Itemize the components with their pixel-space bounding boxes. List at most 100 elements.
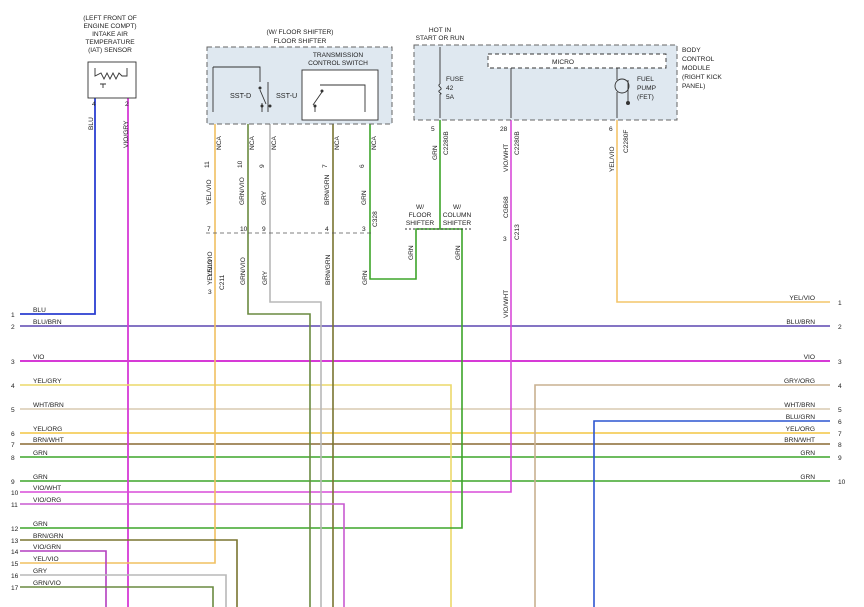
left-row-number: 7 xyxy=(11,442,15,449)
wire-gry-org xyxy=(534,384,830,607)
lower-wire-label: YEL/VIO xyxy=(207,259,214,285)
right-row-wire-label: WHT/BRN xyxy=(784,402,815,409)
tcs-pin-number: 7 xyxy=(322,164,329,168)
left-row-number: 5 xyxy=(11,407,15,414)
c213-wire: VIO/WHT xyxy=(503,290,510,318)
contact-dot xyxy=(260,104,264,108)
bcm-pin-fuse: 5 xyxy=(431,126,435,133)
right-row-wire-label: VIO xyxy=(804,354,815,361)
left-row-wire-label: GRY xyxy=(33,568,48,575)
wire-vio-grn xyxy=(20,550,107,607)
bcm-title-2: CONTROL xyxy=(682,56,715,63)
right-row-number: 1 xyxy=(838,300,842,307)
left-harness-labels: 1BLU2BLU/BRN3VIO4YEL/GRY5WHT/BRN6YEL/ORG… xyxy=(11,307,64,592)
c213-pin: 3 xyxy=(503,236,507,243)
right-row-number: 2 xyxy=(838,324,842,331)
left-row-wire-label: YEL/VIO xyxy=(33,556,59,563)
iat-pin-2: 2 xyxy=(125,101,129,108)
right-row-number: 10 xyxy=(838,479,846,486)
resistor-icon xyxy=(94,68,128,81)
right-row-wire-label: YEL/VIO xyxy=(789,295,815,302)
iat-sensor-box xyxy=(87,61,137,99)
tcs-wire-label: BRN/GRN xyxy=(324,174,331,205)
floor-shifter-1: W/ xyxy=(416,204,424,211)
right-row-wire-label: GRY/ORG xyxy=(784,378,815,385)
tcs-nca-label: NCA xyxy=(216,135,223,150)
tcs-pin-group: 11NCAYEL/VIO10NCAGRN/VIO9NCAGRY7NCABRN/G… xyxy=(204,135,378,205)
tcs-title-1: TRANSMISSION xyxy=(313,52,363,59)
tcs-pin-number: 9 xyxy=(259,164,266,168)
left-row-wire-label: VIO/WHT xyxy=(33,485,61,492)
bcm-pin-pump: 6 xyxy=(609,126,613,133)
left-row-wire-label: BRN/WHT xyxy=(33,437,64,444)
bcm-wire-pump: YEL/VIO xyxy=(609,146,616,172)
floor-shifter-3: SHIFTER xyxy=(406,220,434,227)
sst-u-label: SST-U xyxy=(276,91,297,100)
connector-c213: C213 xyxy=(514,224,521,240)
left-row-wire-label: GRN xyxy=(33,474,48,481)
left-row-number: 9 xyxy=(11,479,15,486)
iat-wire-blu: BLU xyxy=(88,117,95,130)
left-row-wire-label: VIO/GRN xyxy=(33,544,61,551)
c211-pin: 3 xyxy=(208,289,212,296)
left-row-wire-label: VIO xyxy=(33,354,44,361)
wire-blu-grn xyxy=(593,420,830,607)
wire-gry-16 xyxy=(20,574,227,607)
bcm-conn-fuse: C2280B xyxy=(443,131,450,155)
wire-blu xyxy=(20,98,96,315)
left-row-number: 14 xyxy=(11,549,19,556)
iat-sensor: (LEFT FRONT OF ENGINE COMPT) INTAKE AIR … xyxy=(83,15,137,148)
lower-wire-label: GRN xyxy=(362,270,369,285)
left-row-wire-label: YEL/GRY xyxy=(33,378,62,385)
left-row-number: 8 xyxy=(11,455,15,462)
wire-yel-gry xyxy=(20,384,452,607)
sst-d-line xyxy=(213,66,261,82)
right-row-number: 7 xyxy=(838,431,842,438)
right-row-number: 8 xyxy=(838,442,842,449)
iat-title-2: ENGINE COMPT) xyxy=(83,23,136,30)
left-row-number: 17 xyxy=(11,585,19,592)
splice-cgb68: CGB68 xyxy=(503,196,510,218)
column-shifter-2: COLUMN xyxy=(443,212,472,219)
bcm-wire-micro: VIO/WHT xyxy=(503,144,510,172)
wire-gry xyxy=(269,233,322,607)
left-row-wire-label: GRN/VIO xyxy=(33,580,61,587)
micro-label: MICRO xyxy=(552,59,574,66)
tcs-nca-label: NCA xyxy=(334,135,341,150)
right-row-number: 9 xyxy=(838,455,842,462)
left-row-number: 2 xyxy=(11,324,15,331)
pump-lines xyxy=(616,68,629,118)
iat-title-4: TEMPERATURE xyxy=(85,39,135,46)
wire-vio-org xyxy=(20,503,345,607)
tcs-pin-number: 10 xyxy=(237,160,244,168)
lower-pin-number: 7 xyxy=(207,226,211,233)
right-row-wire-label: BRN/WHT xyxy=(784,437,815,444)
tcs-pin-number: 6 xyxy=(359,164,366,168)
iat-wire-viogry: VIO/GRY xyxy=(123,120,130,148)
right-row-number: 3 xyxy=(838,359,842,366)
contact-dot xyxy=(268,104,272,108)
connector-c211: C211 xyxy=(219,274,226,290)
right-row-wire-label: GRN xyxy=(800,450,815,457)
lower-pin-number: 4 xyxy=(325,226,329,233)
wire-grn-vio-17 xyxy=(20,586,214,607)
tcs-wire-label: YEL/VIO xyxy=(206,179,213,205)
hot-label-1: HOT IN xyxy=(429,27,451,34)
lower-pin-number: 10 xyxy=(240,226,248,233)
left-row-number: 16 xyxy=(11,573,19,580)
column-wire: GRN xyxy=(455,245,462,260)
bcm-pin-micro: 28 xyxy=(500,126,508,133)
left-row-number: 15 xyxy=(11,561,19,568)
left-row-number: 3 xyxy=(11,359,15,366)
tcs-title-2: CONTROL SWITCH xyxy=(308,60,368,67)
left-row-wire-label: BRN/GRN xyxy=(33,533,64,540)
right-row-wire-label: BLU/GRN xyxy=(786,414,816,421)
lower-pin-number: 3 xyxy=(362,226,366,233)
floor-wire: GRN xyxy=(408,245,415,260)
left-row-wire-label: BLU/BRN xyxy=(33,319,62,326)
wire-yel-vio-pump xyxy=(616,120,830,303)
right-row-number: 6 xyxy=(838,419,842,426)
left-row-number: 6 xyxy=(11,431,15,438)
wire-brn-grn-13 xyxy=(20,539,238,607)
right-row-number: 5 xyxy=(838,407,842,414)
